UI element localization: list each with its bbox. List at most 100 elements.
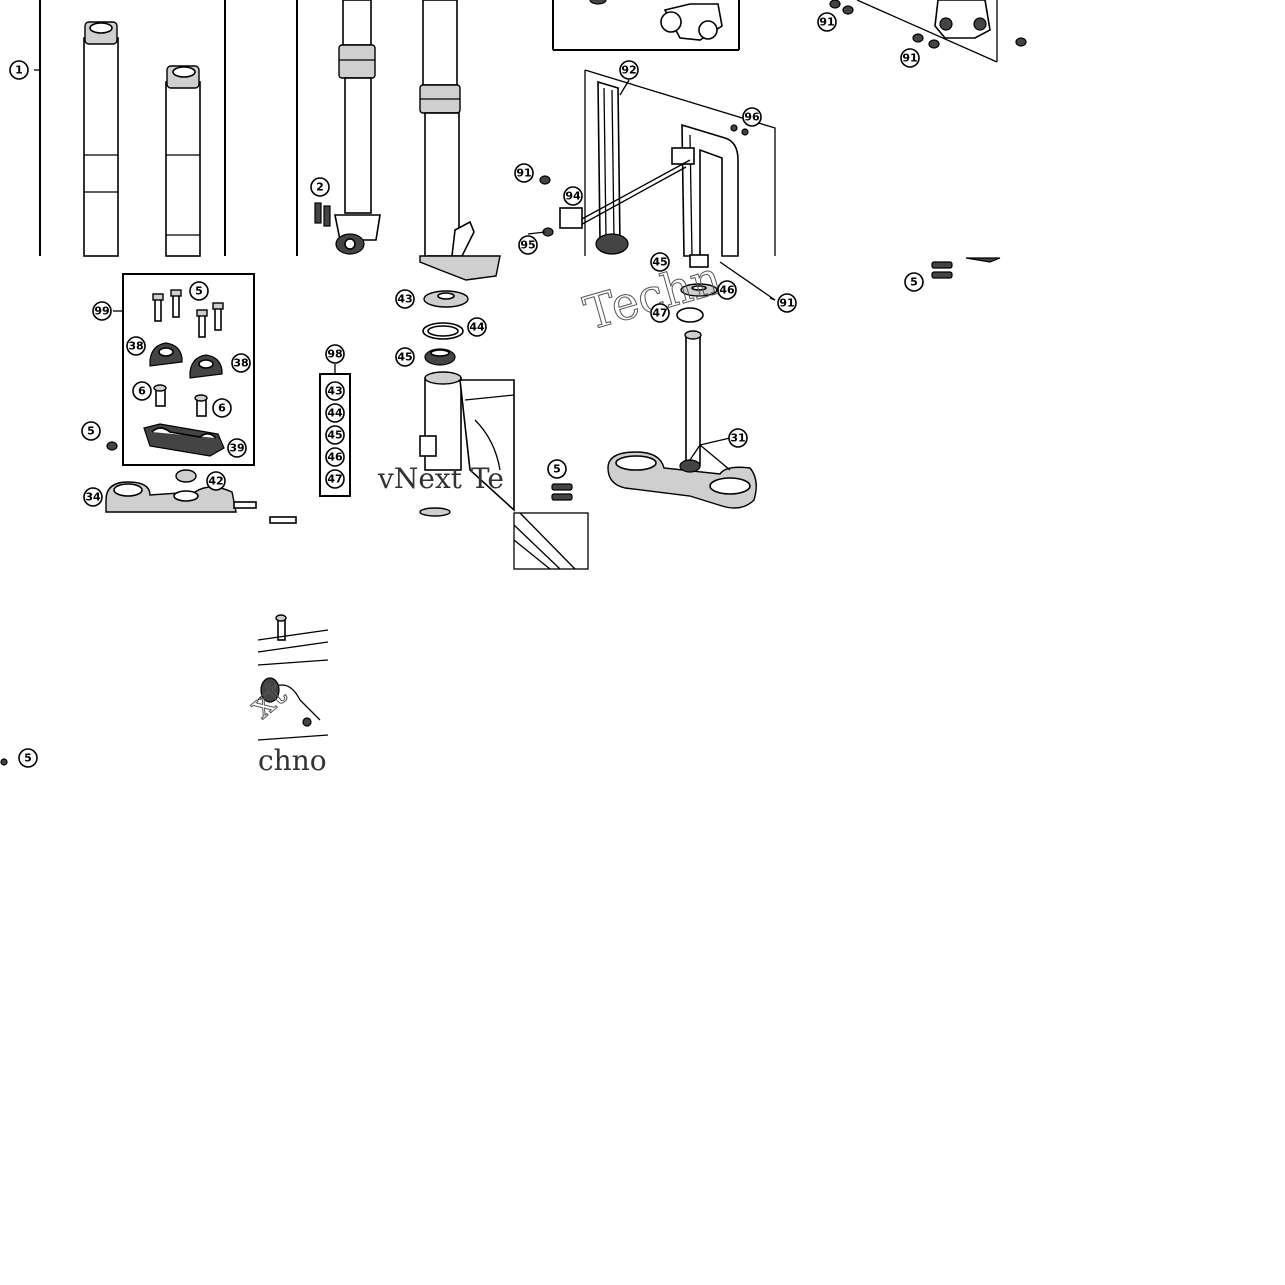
clamp-studs	[153, 384, 208, 417]
callout-45-a: 45	[650, 252, 670, 272]
callout-43-b: 43	[325, 381, 345, 401]
callout-38-b: 38	[231, 353, 251, 373]
callout-91-a: 91	[817, 12, 837, 32]
callout-5-d: 5	[547, 459, 567, 479]
callout-47-a: 47	[650, 303, 670, 323]
callout-91-d: 91	[777, 293, 797, 313]
callout-45-b: 45	[395, 347, 415, 367]
svg-text:5: 5	[24, 752, 32, 765]
callout-98: 98	[325, 344, 345, 364]
svg-text:99: 99	[94, 305, 109, 318]
svg-text:5: 5	[87, 425, 95, 438]
svg-text:46: 46	[719, 284, 735, 297]
callout-96: 96	[742, 107, 762, 127]
handlebar-clamp-kit	[106, 273, 255, 466]
svg-text:6: 6	[218, 402, 226, 415]
watermark-3: chno	[258, 744, 327, 777]
fork-leg-right	[419, 0, 501, 281]
fork-guard-panel	[527, 69, 776, 257]
svg-text:44: 44	[327, 407, 343, 420]
fork-guard-right	[671, 123, 739, 257]
svg-text:98: 98	[327, 348, 342, 361]
svg-text:94: 94	[565, 190, 581, 203]
svg-text:1: 1	[15, 64, 23, 77]
watermark-2: vNext Te	[377, 462, 504, 495]
callout-38-a: 38	[126, 336, 146, 356]
svg-text:39: 39	[229, 442, 244, 455]
callout-34: 34	[83, 487, 103, 507]
bolts-pair-center	[551, 483, 573, 501]
lower-triple-clamp	[607, 254, 776, 509]
svg-text:91: 91	[902, 52, 917, 65]
svg-text:31: 31	[730, 432, 745, 445]
callout-43-a: 43	[395, 289, 415, 309]
callout-5-b: 5	[189, 281, 209, 301]
callout-94: 94	[563, 186, 583, 206]
callout-6-b: 6	[212, 398, 232, 418]
svg-text:47: 47	[652, 307, 667, 320]
callout-44-a: 44	[467, 317, 487, 337]
loose-screw	[106, 441, 118, 451]
svg-text:43: 43	[327, 385, 342, 398]
svg-text:95: 95	[520, 239, 535, 252]
svg-text:47: 47	[327, 473, 342, 486]
clamp-half-right	[189, 354, 223, 379]
upper-triple-clamp	[105, 469, 297, 524]
svg-text:5: 5	[195, 285, 203, 298]
callout-45-c: 45	[325, 425, 345, 445]
bolts-pair-right	[931, 261, 953, 279]
callout-5-e: 5	[18, 748, 38, 768]
svg-text:91: 91	[779, 297, 794, 310]
svg-text:6: 6	[138, 385, 146, 398]
callout-95: 95	[518, 235, 538, 255]
svg-text:91: 91	[819, 16, 834, 29]
frame-fragment-lower	[256, 614, 329, 772]
fork-guard-left	[595, 80, 629, 255]
fork-tube-right	[165, 65, 201, 257]
bearing-kit-box	[319, 364, 351, 497]
svg-text:96: 96	[744, 111, 760, 124]
svg-text:38: 38	[233, 357, 248, 370]
steering-bearing-stack	[419, 290, 515, 517]
svg-text:91: 91	[516, 167, 531, 180]
svg-text:45: 45	[327, 429, 342, 442]
svg-text:46: 46	[327, 451, 343, 464]
svg-text:2: 2	[316, 181, 324, 194]
callout-92: 92	[619, 60, 639, 80]
svg-text:5: 5	[553, 463, 561, 476]
callout-44-b: 44	[325, 403, 345, 423]
callout-91-b: 91	[900, 48, 920, 68]
clamp-base	[143, 423, 225, 457]
callout-1: 1	[9, 60, 29, 80]
guard-screws	[539, 124, 749, 237]
clamp-half-left	[149, 342, 183, 367]
callout-46-a: 46	[717, 280, 737, 300]
top-right-assembly	[829, 0, 1027, 279]
svg-text:45: 45	[652, 256, 667, 269]
fork-bolts	[314, 202, 331, 227]
callout-99: 99	[92, 301, 112, 321]
callout-6-a: 6	[132, 381, 152, 401]
svg-text:42: 42	[208, 475, 223, 488]
frame-fragment-center	[513, 512, 589, 570]
callout-5-a: 5	[904, 272, 924, 292]
callout-91-c: 91	[514, 163, 534, 183]
svg-text:45: 45	[397, 351, 412, 364]
svg-text:44: 44	[469, 321, 485, 334]
fork-leg-left	[334, 0, 381, 255]
callout-2: 2	[310, 177, 330, 197]
svg-text:5: 5	[910, 276, 918, 289]
svg-text:43: 43	[397, 293, 412, 306]
svg-text:34: 34	[85, 491, 101, 504]
callout-39: 39	[227, 438, 247, 458]
guard-bracket	[559, 207, 583, 229]
callout-5-c: 5	[81, 421, 101, 441]
clamp-bolts	[152, 289, 224, 338]
fork-tubes-panel	[34, 0, 740, 281]
fork-tube-left	[83, 21, 119, 257]
callout-46-b: 46	[325, 447, 345, 467]
svg-text:38: 38	[128, 340, 143, 353]
callout-42: 42	[206, 471, 226, 491]
callout-31: 31	[728, 428, 748, 448]
